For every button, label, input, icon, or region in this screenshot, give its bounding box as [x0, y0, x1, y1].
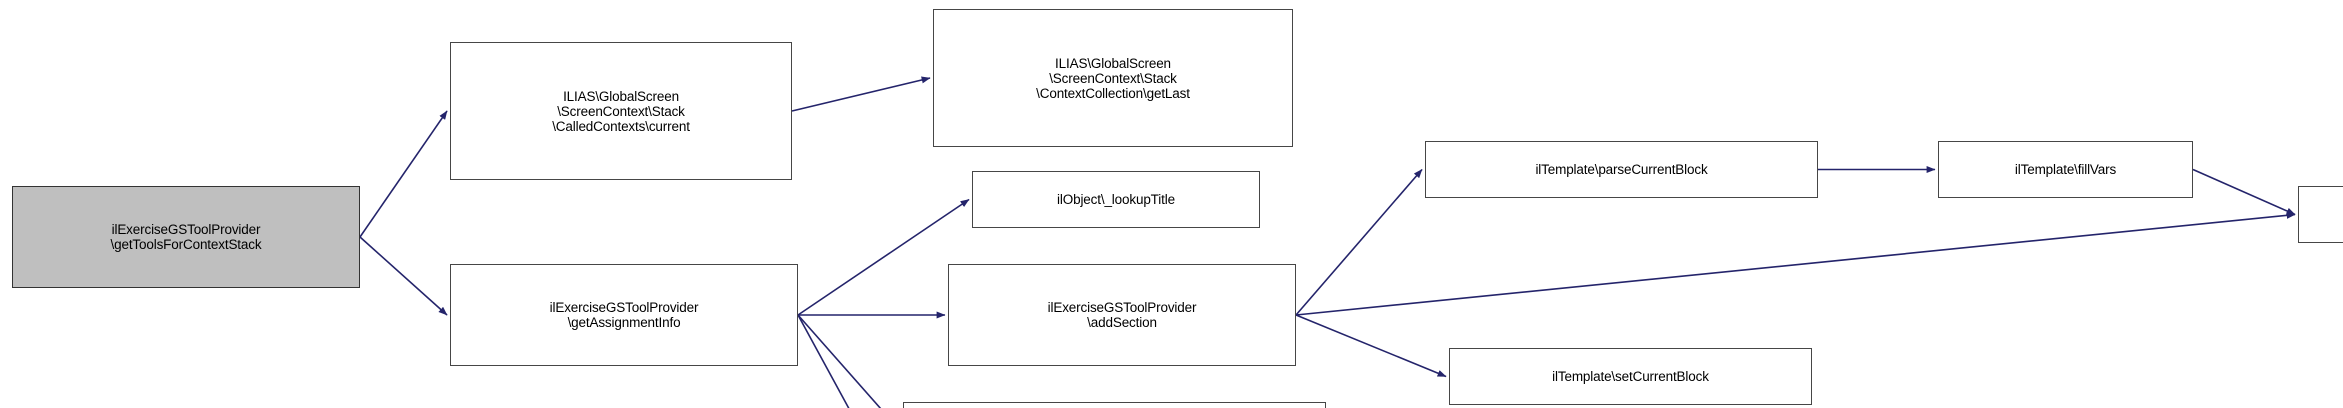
edge-n3-n6 [797, 314, 882, 408]
graph-node-ilobject-_lookuptitle[interactable]: ilObject\_lookupTitle [972, 171, 1260, 228]
edge-n5-n11 [1295, 211, 2296, 316]
edge-n10-n11 [2192, 168, 2296, 216]
graph-node-iltemplate-fillvars[interactable]: ilTemplate\fillVars [1938, 141, 2193, 198]
graph-node-ilexercisegstoolprovider--gettoolsforcontextstack[interactable]: ilExerciseGSToolProvider \getToolsForCon… [12, 186, 360, 288]
graph-node-ilexercisegstoolprovider--getassignmentinfo[interactable]: ilExerciseGSToolProvider \getAssignmentI… [450, 264, 798, 366]
graph-node-ilexassignment-lookupexerciseid[interactable]: ilExAssignment\lookupExerciseId [903, 402, 1326, 408]
edge-n3-n7 [797, 314, 850, 408]
graph-node-iltemplate-parsecurrentblock[interactable]: ilTemplate\parseCurrentBlock [1425, 141, 1818, 198]
graph-node-html_template_it-setvariable[interactable]: HTML_Template_IT\setVariable [2298, 186, 2343, 243]
graph-node-ilexercisegstoolprovider--addsection[interactable]: ilExerciseGSToolProvider \addSection [948, 264, 1296, 366]
edge-n3-n4 [797, 198, 970, 316]
edge-n5-n9 [1295, 314, 1447, 378]
graph-node-ilias-globalscreen--screencontext-stack--contextcollection-getlast[interactable]: ILIAS\GlobalScreen \ScreenContext\Stack … [933, 9, 1293, 147]
edge-n0-n1 [359, 110, 448, 238]
edge-n0-n3 [359, 236, 448, 316]
graph-node-ilias-globalscreen--screencontext-stack--calledcontexts-current[interactable]: ILIAS\GlobalScreen \ScreenContext\Stack … [450, 42, 792, 180]
graph-node-iltemplate-setcurrentblock[interactable]: ilTemplate\setCurrentBlock [1449, 348, 1812, 405]
edge-n1-n2 [791, 76, 931, 112]
edge-n5-n8 [1295, 168, 1423, 316]
